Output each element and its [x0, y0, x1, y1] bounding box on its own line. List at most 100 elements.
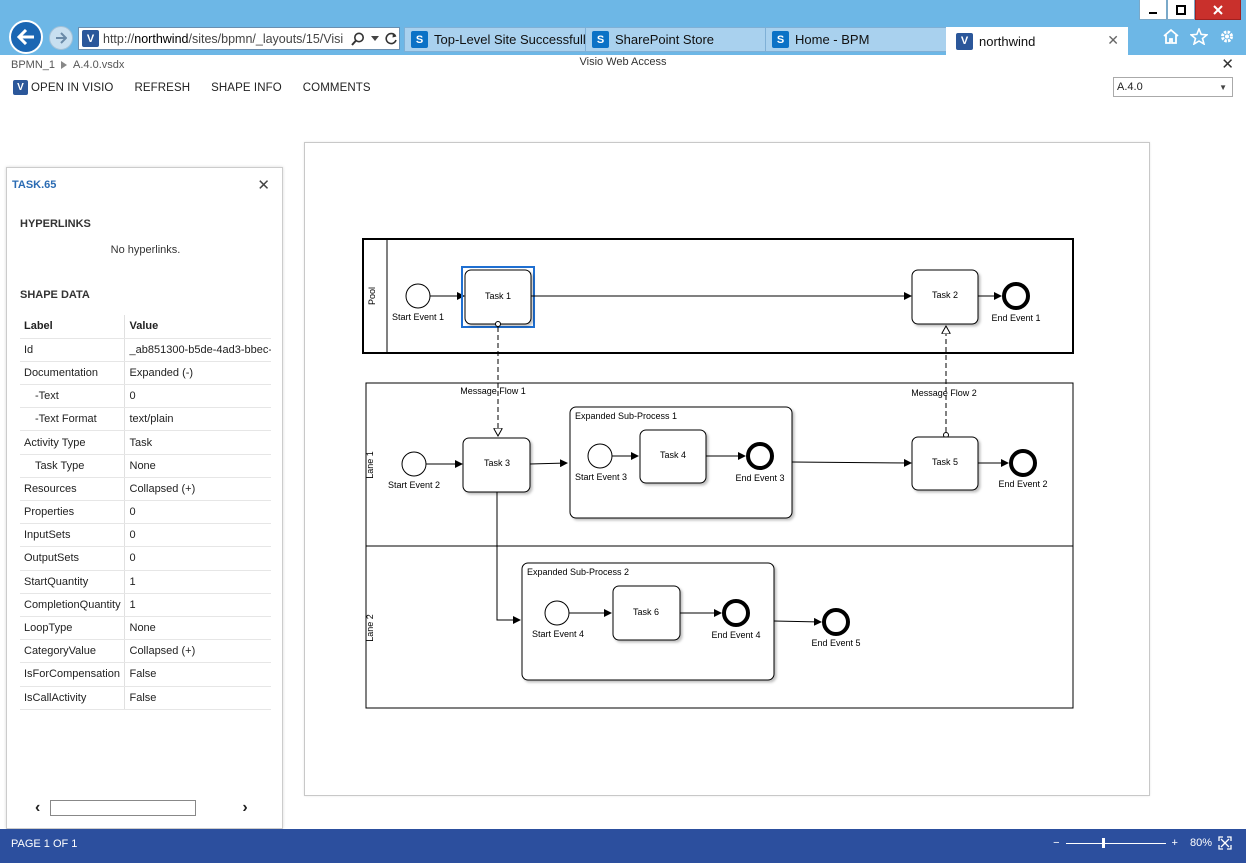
shape-data-label: InputSets [20, 523, 125, 548]
shape-data-label: Id [20, 338, 125, 362]
start-event-1-label: Start Event 1 [392, 312, 444, 322]
arrow-right-icon [56, 32, 67, 44]
maximize-button[interactable] [1167, 0, 1195, 20]
start-event-4-label: Start Event 4 [532, 629, 584, 639]
end-event-4-label: End Event 4 [711, 630, 760, 640]
window-close-button[interactable] [1195, 0, 1241, 20]
shape-data-label: Properties [20, 500, 125, 525]
address-bar[interactable]: V http://northwind/sites/bpmn/_layouts/1… [78, 27, 400, 50]
sub-process-2-label: Expanded Sub-Process 2 [527, 567, 629, 577]
zoom-slider[interactable] [1065, 837, 1166, 849]
comments-button[interactable]: COMMENTS [302, 81, 371, 94]
tab-close-icon[interactable]: ✕ [1107, 32, 1119, 48]
search-icon[interactable] [351, 32, 365, 46]
next-arrow-icon[interactable]: › [242, 799, 248, 816]
shape-data-value: Task [124, 430, 271, 455]
drawing-canvas[interactable]: Pool Lane 1 Lane 2 Start Event 1 Task 1 … [304, 142, 1150, 796]
shape-data-label: OutputSets [20, 546, 125, 571]
shape-data-value: 1 [124, 593, 271, 617]
start-event-1[interactable] [405, 283, 431, 309]
shape-data-label: Task Type [20, 454, 125, 478]
zoom-out-icon[interactable]: − [1053, 837, 1060, 849]
end-event-4[interactable] [722, 599, 750, 627]
tab-top-level-site[interactable]: S Top-Level Site Successfully... [404, 27, 586, 52]
shape-data-label: -Text Format [20, 407, 125, 432]
end-event-1-label: End Event 1 [991, 313, 1040, 323]
visio-icon: V [956, 32, 973, 50]
shape-data-value: False [124, 686, 271, 710]
refresh-button[interactable]: REFRESH [134, 81, 191, 94]
chevron-down-icon[interactable] [371, 35, 379, 42]
arrow-left-icon [17, 29, 34, 45]
sequence-flow [791, 458, 912, 467]
shape-data-value: Expanded (-) [124, 361, 271, 386]
tab-sharepoint-store[interactable]: S SharePoint Store [585, 27, 766, 52]
message-flow-2-label: Message Flow 2 [911, 388, 977, 398]
page-select[interactable]: A.4.0 ▼ [1113, 77, 1233, 97]
breadcrumb-site[interactable]: BPMN_1 [11, 59, 56, 71]
visio-web-access-page: BPMN_1 A.4.0.vsdx Visio Web Access ✕ V O… [0, 55, 1246, 829]
shape-info-button[interactable]: SHAPE INFO [211, 81, 282, 94]
end-event-5[interactable] [822, 608, 850, 636]
bpmn-diagram: Pool Lane 1 Lane 2 Start Event 1 Task 1 … [362, 238, 1074, 709]
shape-data-label: CategoryValue [20, 639, 125, 664]
task-1-label: Task 1 [485, 291, 511, 301]
zoom-slider-thumb[interactable] [1101, 838, 1105, 848]
zoom-in-icon[interactable]: + [1171, 837, 1178, 849]
start-event-4[interactable] [544, 600, 570, 626]
status-bar: PAGE 1 OF 1 − + 80% [0, 829, 1246, 863]
address-url[interactable]: http://northwind/sites/bpmn/_layouts/15/… [103, 31, 344, 46]
shape-info-panel: TASK.65 ✕ HYPERLINKS No hyperlinks. SHAP… [6, 167, 283, 829]
browser-chrome: V http://northwind/sites/bpmn/_layouts/1… [0, 0, 1246, 55]
previous-arrow-icon[interactable]: ‹ [35, 799, 41, 816]
zoom-control: − + 80% [1053, 836, 1232, 850]
minimize-button[interactable] [1139, 0, 1167, 20]
shape-data-label: Activity Type [20, 430, 125, 455]
back-button[interactable] [9, 20, 43, 54]
panel-close-button[interactable]: ✕ [257, 177, 270, 194]
hyperlinks-heading: HYPERLINKS [20, 218, 91, 230]
sharepoint-icon: S [592, 31, 609, 48]
visio-icon: V [82, 30, 99, 47]
task-2[interactable] [911, 269, 979, 325]
forward-button[interactable] [49, 26, 73, 50]
home-icon[interactable] [1162, 28, 1180, 45]
minimize-icon [1149, 11, 1157, 14]
end-event-2[interactable] [1009, 449, 1037, 477]
page-close-button[interactable]: ✕ [1221, 56, 1234, 73]
tab-home-bpm[interactable]: S Home - BPM [765, 27, 947, 52]
gear-icon[interactable] [1218, 28, 1236, 45]
fit-to-window-icon[interactable] [1218, 836, 1232, 850]
start-event-3[interactable] [587, 443, 613, 469]
page-title: Visio Web Access [579, 56, 667, 68]
shape-data-label: StartQuantity [20, 570, 125, 594]
refresh-icon[interactable] [385, 32, 398, 45]
end-event-1[interactable] [1002, 282, 1030, 310]
shape-data-value: Collapsed (+) [124, 477, 271, 502]
shape-data-value: 0 [124, 384, 271, 409]
task-5-label: Task 5 [932, 457, 958, 467]
shape-data-value: False [124, 662, 271, 687]
sequence-flow [529, 459, 568, 468]
favorites-star-icon[interactable] [1190, 28, 1208, 45]
tab-northwind[interactable]: V northwind ✕ [946, 27, 1128, 55]
zoom-level: 80% [1189, 837, 1212, 849]
sharepoint-icon: S [772, 31, 789, 48]
start-event-2[interactable] [401, 451, 427, 477]
chevron-right-icon [61, 61, 68, 69]
end-event-3[interactable] [746, 442, 774, 470]
open-in-visio-button[interactable]: V OPEN IN VISIO [13, 80, 113, 95]
breadcrumb: BPMN_1 A.4.0.vsdx [11, 59, 124, 71]
panel-scrollbar[interactable] [50, 800, 197, 816]
end-event-2-label: End Event 2 [998, 479, 1047, 489]
